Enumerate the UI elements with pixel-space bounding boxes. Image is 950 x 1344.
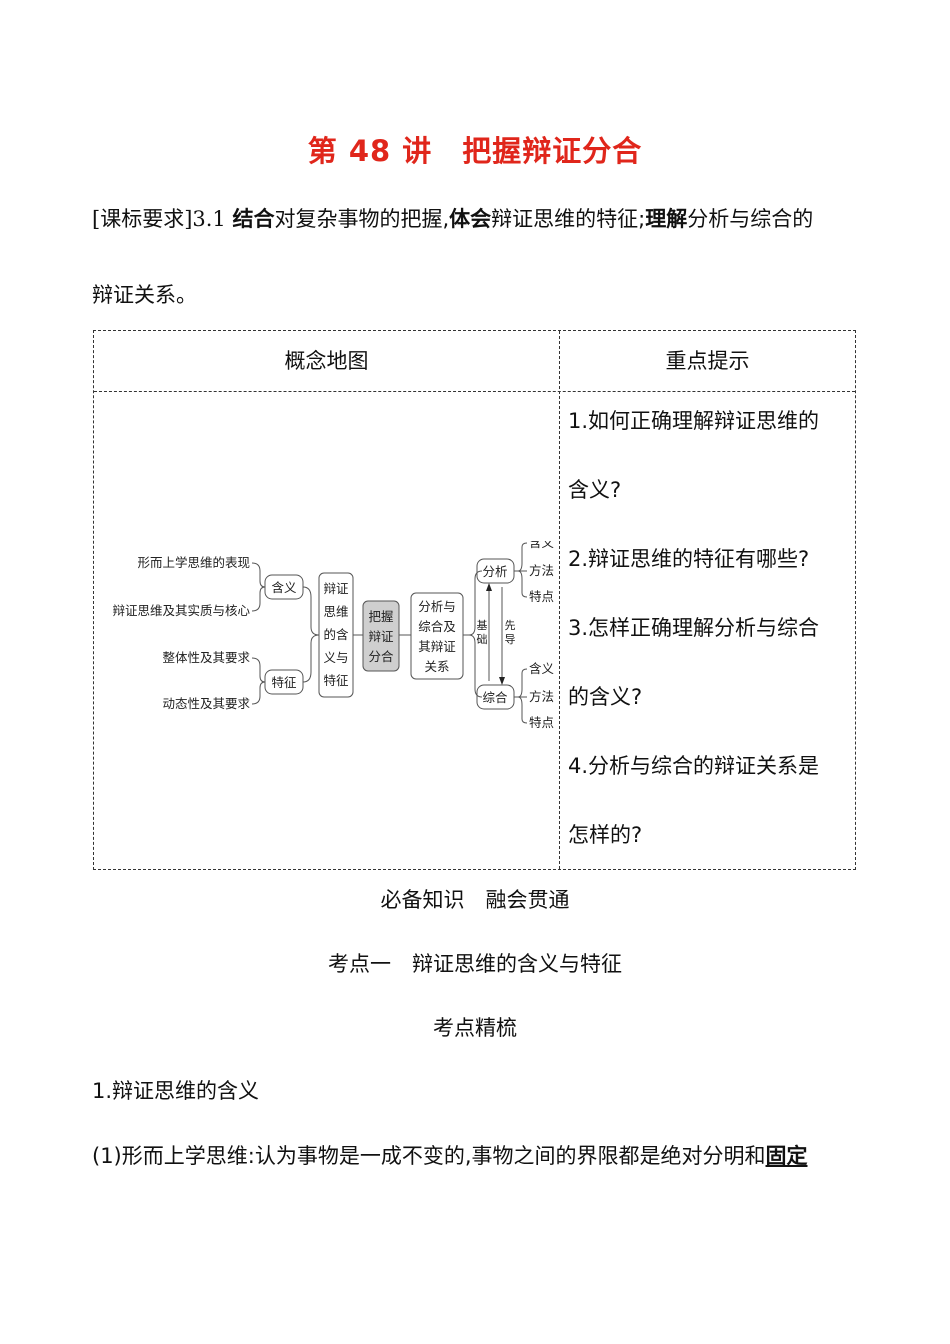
analysis-item: 方法	[529, 563, 554, 578]
header-key-points: 重点提示	[665, 349, 750, 373]
b1-line: 思维	[323, 604, 348, 619]
header-concept-map: 概念地图	[284, 349, 369, 373]
map-label-essence: 辩证思维及其实质与核心	[112, 603, 250, 618]
tip-line: 的含义?	[568, 685, 643, 709]
b2-line: 综合及	[418, 619, 456, 634]
lesson-title: 第 48 讲 把握辩证分合	[307, 134, 643, 168]
standard-text-3: 分析与综合的	[687, 207, 814, 231]
center-line: 把握	[368, 609, 393, 624]
tip-line: 2.辩证思维的特征有哪些?	[568, 547, 810, 571]
b2-line: 分析与	[418, 599, 456, 614]
b1-line: 特征	[323, 673, 349, 688]
center-line: 分合	[368, 649, 394, 664]
keyword-combine: 结合	[232, 207, 275, 231]
tip-line: 含义?	[568, 478, 622, 502]
analysis-item: 特点	[529, 589, 554, 604]
section-heading: 必备知识 融会贯通	[380, 888, 570, 912]
standard-text-1: 对复杂事物的把握,	[274, 207, 450, 231]
map-label-dynamic: 动态性及其要求	[162, 696, 250, 711]
analysis-item: 含义	[529, 541, 555, 550]
synthesis-item: 含义	[529, 661, 555, 676]
b1-line: 义与	[323, 650, 348, 665]
standard-text-2: 辩证思维的特征;	[491, 207, 646, 231]
node-synthesis: 综合	[482, 690, 508, 705]
table-divider-horizontal	[94, 391, 855, 392]
subtopic-heading: 考点精梳	[433, 1016, 517, 1040]
b2-line: 其辩证	[418, 639, 456, 654]
node-feature: 特征	[271, 675, 297, 690]
node-center-box	[362, 600, 400, 672]
point-text: (1)形而上学思维:认为事物是一成不变的,事物之间的界限都是绝对分明和固定	[92, 1141, 808, 1171]
node-meaning: 含义	[271, 580, 297, 595]
tip-line: 3.怎样正确理解分析与综合	[568, 616, 820, 640]
standard-prefix: [课标要求]3.1	[92, 207, 233, 231]
concept-map: 形而上学思维的表现 辩证思维及其实质与核心 整体性及其要求 动态性及其要求 含义…	[112, 541, 555, 730]
synthesis-item: 特点	[529, 715, 554, 730]
b1-line: 辩证	[323, 581, 349, 596]
center-line: 辩证	[368, 629, 394, 644]
tip-line: 4.分析与综合的辩证关系是	[568, 754, 820, 778]
map-label-wholeness: 整体性及其要求	[162, 650, 250, 665]
standard-line-1: [课标要求]3.1 结合对复杂事物的把握,体会辩证思维的特征;理解分析与综合的	[92, 204, 813, 234]
topic-heading: 考点一 辩证思维的含义与特征	[328, 952, 622, 976]
node-analysis: 分析	[482, 564, 507, 579]
tip-line: 怎样的?	[568, 823, 643, 847]
point-text-main: (1)形而上学思维:认为事物是一成不变的,事物之间的界限都是绝对分明和	[92, 1144, 766, 1168]
label-lead: 导	[505, 633, 516, 646]
key-points-list: 1.如何正确理解辩证思维的 含义? 2.辩证思维的特征有哪些? 3.怎样正确理解…	[568, 401, 819, 884]
label-lead: 先	[505, 619, 516, 632]
keyword-understand: 理解	[645, 207, 688, 231]
point-heading: 1.辩证思维的含义	[92, 1079, 260, 1103]
standard-line-2: 辩证关系。	[92, 283, 197, 307]
b1-line: 的含	[323, 627, 349, 642]
label-basis: 础	[477, 633, 488, 646]
synthesis-item: 方法	[529, 689, 554, 704]
map-label-metaphysics: 形而上学思维的表现	[137, 555, 250, 570]
label-basis: 基	[477, 619, 488, 632]
table-divider-vertical	[559, 331, 560, 869]
tip-line: 1.如何正确理解辩证思维的	[568, 409, 820, 433]
overview-table: 概念地图 重点提示	[93, 330, 856, 870]
b2-line: 关系	[424, 659, 449, 674]
keyword-experience: 体会	[449, 207, 492, 231]
point-text-fill: 固定	[765, 1144, 808, 1168]
node-analysis-synthesis-box	[410, 592, 464, 680]
